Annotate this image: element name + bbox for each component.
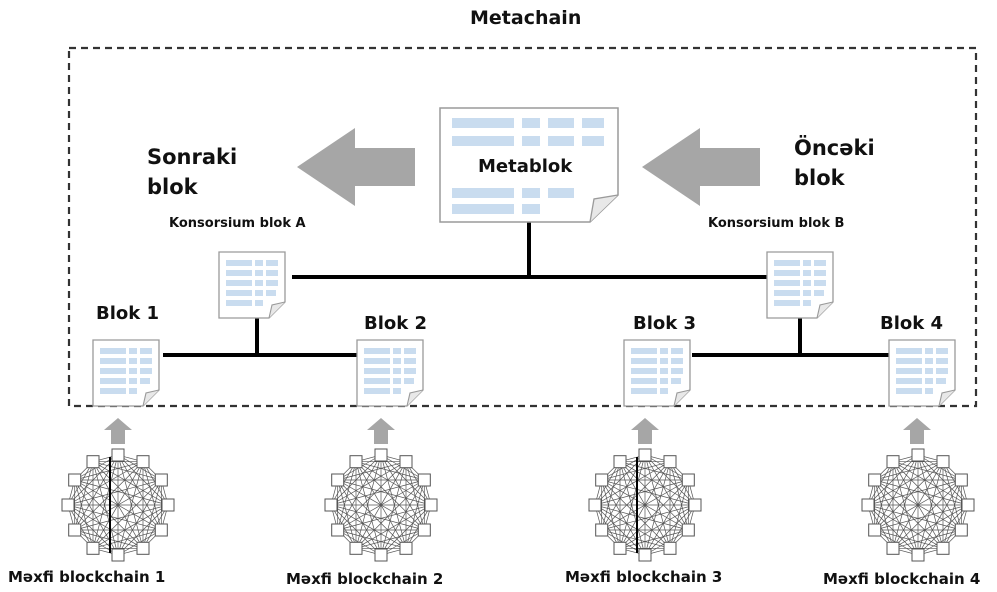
network-node-icon [324,498,338,512]
block-1-document [92,339,160,407]
network-node-icon [424,498,438,512]
network-node-icon [111,548,125,562]
metablock-label: Metablok [478,156,573,177]
consortium-a-document [218,251,286,319]
left-arrow-icon [297,128,415,206]
private-blockchain-network-icon [861,448,975,562]
network-node-icon [613,541,627,555]
block-3-label: Blok 3 [633,313,697,334]
network-node-icon [154,473,168,487]
network-node-icon [417,523,431,537]
diagram-title: Metachain [470,7,582,29]
network-node-icon [961,498,975,512]
network-node-icon [86,541,100,555]
network-node-icon [111,448,125,462]
network-node-icon [331,523,345,537]
network-node-icon [61,498,75,512]
next-block-line2: blok [147,175,198,199]
network-node-icon [681,473,695,487]
private-blockchain-2-label: Məxfi blockchain 2 [286,570,444,588]
network-node-icon [613,455,627,469]
left-arrow-icon [642,128,760,206]
network-node-icon [68,473,82,487]
up-arrow-icon [367,418,395,444]
network-node-icon [638,548,652,562]
up-arrow-icon [631,418,659,444]
network-node-icon [595,523,609,537]
block-2-document [356,339,424,407]
network-node-icon [954,523,968,537]
next-block-label: Sonraki blok [147,142,237,202]
consortium-b-label: Konsorsium blok B [708,216,845,231]
network-node-icon [374,448,388,462]
private-blockchain-network-icon [61,448,175,562]
network-node-icon [681,523,695,537]
metablock-document [439,107,619,223]
network-node-icon [663,541,677,555]
network-node-icon [663,455,677,469]
up-arrow-icon [903,418,931,444]
network-node-icon [886,455,900,469]
network-node-icon [417,473,431,487]
network-node-icon [68,523,82,537]
network-node-icon [911,548,925,562]
consortium-a-label: Konsorsium blok A [169,216,306,231]
network-node-icon [136,455,150,469]
block-1-label: Blok 1 [96,303,160,324]
previous-block-line1: Öncəki [794,136,875,160]
connector-lines [163,222,889,357]
network-node-icon [595,473,609,487]
consortium-b-document [766,251,834,319]
metachain-boundary [67,46,978,408]
network-node-icon [868,473,882,487]
network-node-icon [936,455,950,469]
network-node-icon [688,498,702,512]
previous-block-label: Öncəki blok [794,133,875,193]
network-node-icon [136,541,150,555]
private-blockchain-3-label: Məxfi blockchain 3 [565,568,723,586]
previous-block-line2: blok [794,166,845,190]
private-blockchain-network-icon [588,448,702,562]
network-node-icon [86,455,100,469]
network-node-icon [911,448,925,462]
up-arrow-icon [104,418,132,444]
network-node-icon [638,448,652,462]
network-node-icon [936,541,950,555]
network-node-icon [588,498,602,512]
block-4-document [888,339,956,407]
network-node-icon [154,523,168,537]
next-block-line1: Sonraki [147,145,238,169]
network-node-icon [861,498,875,512]
network-node-icon [399,455,413,469]
block-3-document [623,339,691,407]
network-node-icon [161,498,175,512]
network-node-icon [349,455,363,469]
network-node-icon [399,541,413,555]
network-node-icon [954,473,968,487]
network-node-icon [349,541,363,555]
private-blockchain-4-label: Məxfi blockchain 4 [823,570,981,588]
block-4-label: Blok 4 [880,313,944,334]
network-node-icon [868,523,882,537]
network-node-icon [331,473,345,487]
network-node-icon [374,548,388,562]
block-2-label: Blok 2 [364,313,428,334]
private-blockchain-1-label: Məxfi blockchain 1 [8,568,166,586]
private-blockchain-network-icon [324,448,438,562]
network-node-icon [886,541,900,555]
